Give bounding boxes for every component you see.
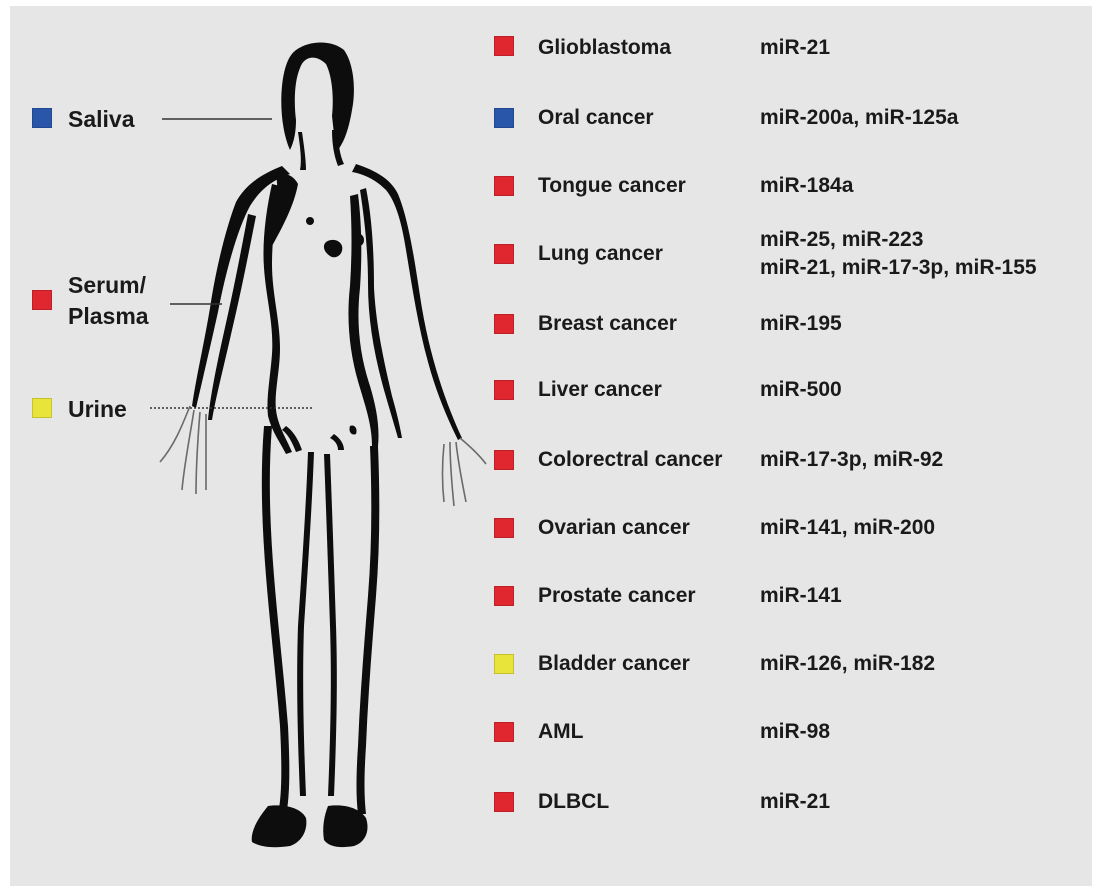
red-square [494, 176, 514, 196]
red-square [494, 722, 514, 742]
serum-label-line2: Plasma [68, 301, 149, 331]
cancer-name: Oral cancer [538, 106, 654, 130]
connector-lines [10, 6, 1092, 886]
cancer-name: AML [538, 720, 584, 744]
mirna-list-line1: miR-25, miR-223 [760, 228, 923, 252]
red-square [494, 36, 514, 56]
red-square [494, 380, 514, 400]
red-square [494, 792, 514, 812]
cancer-name: Breast cancer [538, 312, 677, 336]
cancer-name: Colorectral cancer [538, 448, 722, 472]
mirna-list: miR-500 [760, 378, 842, 402]
serum-red-square [32, 290, 52, 310]
mirna-list: miR-195 [760, 312, 842, 336]
red-square [494, 450, 514, 470]
mirna-list: miR-141, miR-200 [760, 516, 935, 540]
red-square [494, 244, 514, 264]
cancer-name: Prostate cancer [538, 584, 696, 608]
saliva-label: Saliva [68, 104, 135, 134]
mirna-list: miR-200a, miR-125a [760, 106, 958, 130]
cancer-name: Lung cancer [538, 242, 663, 266]
serum-label-line1: Serum/ [68, 270, 146, 300]
cancer-name: Ovarian cancer [538, 516, 690, 540]
cancer-name: Tongue cancer [538, 174, 686, 198]
urine-yellow-square [32, 398, 52, 418]
diagram-panel: Saliva Serum/ Plasma Urine Glioblastoma … [10, 6, 1092, 886]
mirna-list: miR-141 [760, 584, 842, 608]
cancer-name: Glioblastoma [538, 36, 671, 60]
cancer-name: Liver cancer [538, 378, 662, 402]
saliva-blue-square [32, 108, 52, 128]
mirna-list: miR-21 [760, 36, 830, 60]
red-square [494, 518, 514, 538]
mirna-list: miR-126, miR-182 [760, 652, 935, 676]
mirna-list: miR-98 [760, 720, 830, 744]
yellow-square [494, 654, 514, 674]
red-square [494, 586, 514, 606]
urine-label: Urine [68, 394, 127, 424]
cancer-name: Bladder cancer [538, 652, 690, 676]
mirna-list: miR-21 [760, 790, 830, 814]
mirna-list-line2: miR-21, miR-17-3p, miR-155 [760, 256, 1037, 280]
mirna-list: miR-17-3p, miR-92 [760, 448, 943, 472]
cancer-name: DLBCL [538, 790, 609, 814]
blue-square [494, 108, 514, 128]
mirna-list: miR-184a [760, 174, 853, 198]
red-square [494, 314, 514, 334]
